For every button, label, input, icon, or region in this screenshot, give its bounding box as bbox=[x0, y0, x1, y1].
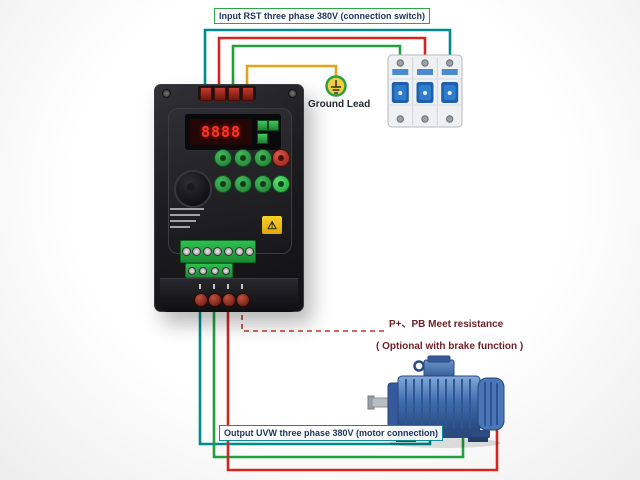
breaker-pole bbox=[416, 59, 434, 123]
vfd-display-bezel: 8888 bbox=[184, 113, 282, 151]
terminal-screw bbox=[210, 266, 219, 275]
nameplate-text-line bbox=[170, 220, 196, 222]
terminal-mark bbox=[199, 284, 201, 289]
terminal-mark bbox=[227, 284, 229, 289]
status-led bbox=[257, 120, 268, 131]
output-label: Output UVW three phase 380V (motor conne… bbox=[219, 425, 444, 441]
output-wire-red bbox=[226, 306, 499, 472]
warning-icon: ⚠ bbox=[262, 216, 282, 234]
input-terminal bbox=[200, 87, 212, 101]
input-terminal bbox=[214, 87, 226, 101]
circuit-breaker bbox=[387, 54, 463, 128]
brake-optional-label: ( Optional with brake function ) bbox=[376, 341, 524, 352]
input-wire-teal bbox=[203, 28, 452, 97]
keypad-button[interactable] bbox=[254, 149, 272, 167]
keypad-button[interactable] bbox=[234, 175, 252, 193]
run-button[interactable] bbox=[272, 175, 290, 193]
nameplate-text-line bbox=[170, 208, 204, 210]
terminal-screw bbox=[234, 247, 244, 256]
keypad-button[interactable] bbox=[254, 175, 272, 193]
control-terminal-block-small bbox=[185, 263, 233, 278]
breaker-pole bbox=[441, 59, 459, 123]
ground-lead-label: Ground Lead bbox=[308, 99, 371, 110]
terminal-screw bbox=[213, 247, 223, 256]
output-terminal bbox=[194, 293, 208, 307]
status-led bbox=[257, 133, 268, 144]
status-led bbox=[268, 120, 279, 131]
nameplate-text-line bbox=[170, 226, 190, 228]
output-terminal bbox=[222, 293, 236, 307]
terminal-screw bbox=[192, 247, 202, 256]
terminal-screw bbox=[222, 266, 231, 275]
output-terminal bbox=[208, 293, 222, 307]
nameplate-text-line bbox=[170, 214, 200, 216]
stop-button[interactable] bbox=[272, 149, 290, 167]
vfd-mounting-screw bbox=[162, 89, 171, 98]
terminal-mark bbox=[241, 284, 243, 289]
brake-resistor-dashed-wire bbox=[241, 306, 384, 332]
keypad-button[interactable] bbox=[214, 149, 232, 167]
terminal-screw bbox=[245, 247, 255, 256]
input-wire-green bbox=[231, 44, 402, 97]
terminal-screw bbox=[181, 247, 191, 256]
terminal-screw bbox=[202, 247, 212, 256]
input-label: Input RST three phase 380V (connection s… bbox=[214, 8, 431, 24]
vfd-display: 8888 bbox=[190, 119, 252, 145]
ground-symbol-icon bbox=[325, 75, 347, 97]
keypad-button[interactable] bbox=[214, 175, 232, 193]
terminal-screw bbox=[187, 266, 196, 275]
vfd-potentiometer-knob[interactable] bbox=[174, 170, 212, 208]
vfd-input-terminal-strip bbox=[198, 86, 256, 100]
input-wire-red bbox=[217, 36, 427, 97]
input-terminal bbox=[228, 87, 240, 101]
terminal-mark bbox=[213, 284, 215, 289]
ground-wire-yellow bbox=[245, 64, 338, 97]
output-wire-green bbox=[212, 306, 465, 459]
brake-resistance-label: P+、PB Meet resistance bbox=[389, 319, 504, 330]
input-terminal bbox=[242, 87, 254, 101]
output-terminal bbox=[236, 293, 250, 307]
keypad-button[interactable] bbox=[234, 149, 252, 167]
terminal-screw bbox=[199, 266, 208, 275]
vfd-inverter: 8888 ⚠ bbox=[154, 84, 304, 312]
motor bbox=[367, 355, 505, 448]
vfd-mounting-screw bbox=[288, 89, 297, 98]
breaker-pole bbox=[391, 59, 409, 123]
terminal-screw bbox=[224, 247, 234, 256]
control-terminal-block bbox=[180, 240, 256, 263]
